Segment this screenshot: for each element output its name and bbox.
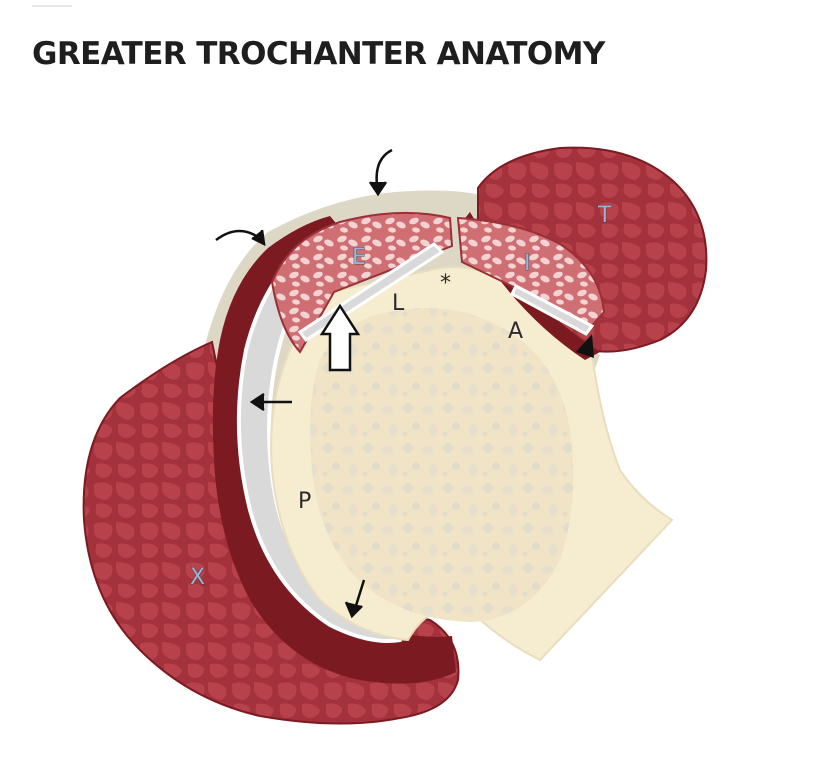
- bursa-strip-i: [510, 283, 595, 336]
- top-divider: [32, 5, 72, 7]
- label-a: A: [508, 319, 523, 344]
- tendon-e: [270, 211, 454, 354]
- hollow-arrow-up: [319, 303, 361, 372]
- arrow-bottom: [344, 579, 366, 619]
- arrow-top: [368, 148, 393, 197]
- label-p: P: [298, 489, 311, 514]
- label-star: *: [440, 271, 451, 296]
- arrow-left: [249, 392, 292, 412]
- label-i: I: [524, 251, 531, 276]
- page-title: GREATER TROCHANTER ANATOMY: [32, 36, 605, 72]
- label-l: L: [392, 291, 405, 316]
- cancellous-bone: [310, 308, 574, 622]
- arrowhead-right: [576, 334, 594, 358]
- label-x: X: [190, 565, 205, 590]
- tendon-i: [456, 216, 606, 332]
- arrow-top-left: [215, 229, 266, 247]
- label-e: E: [352, 245, 366, 270]
- label-t: T: [597, 203, 612, 228]
